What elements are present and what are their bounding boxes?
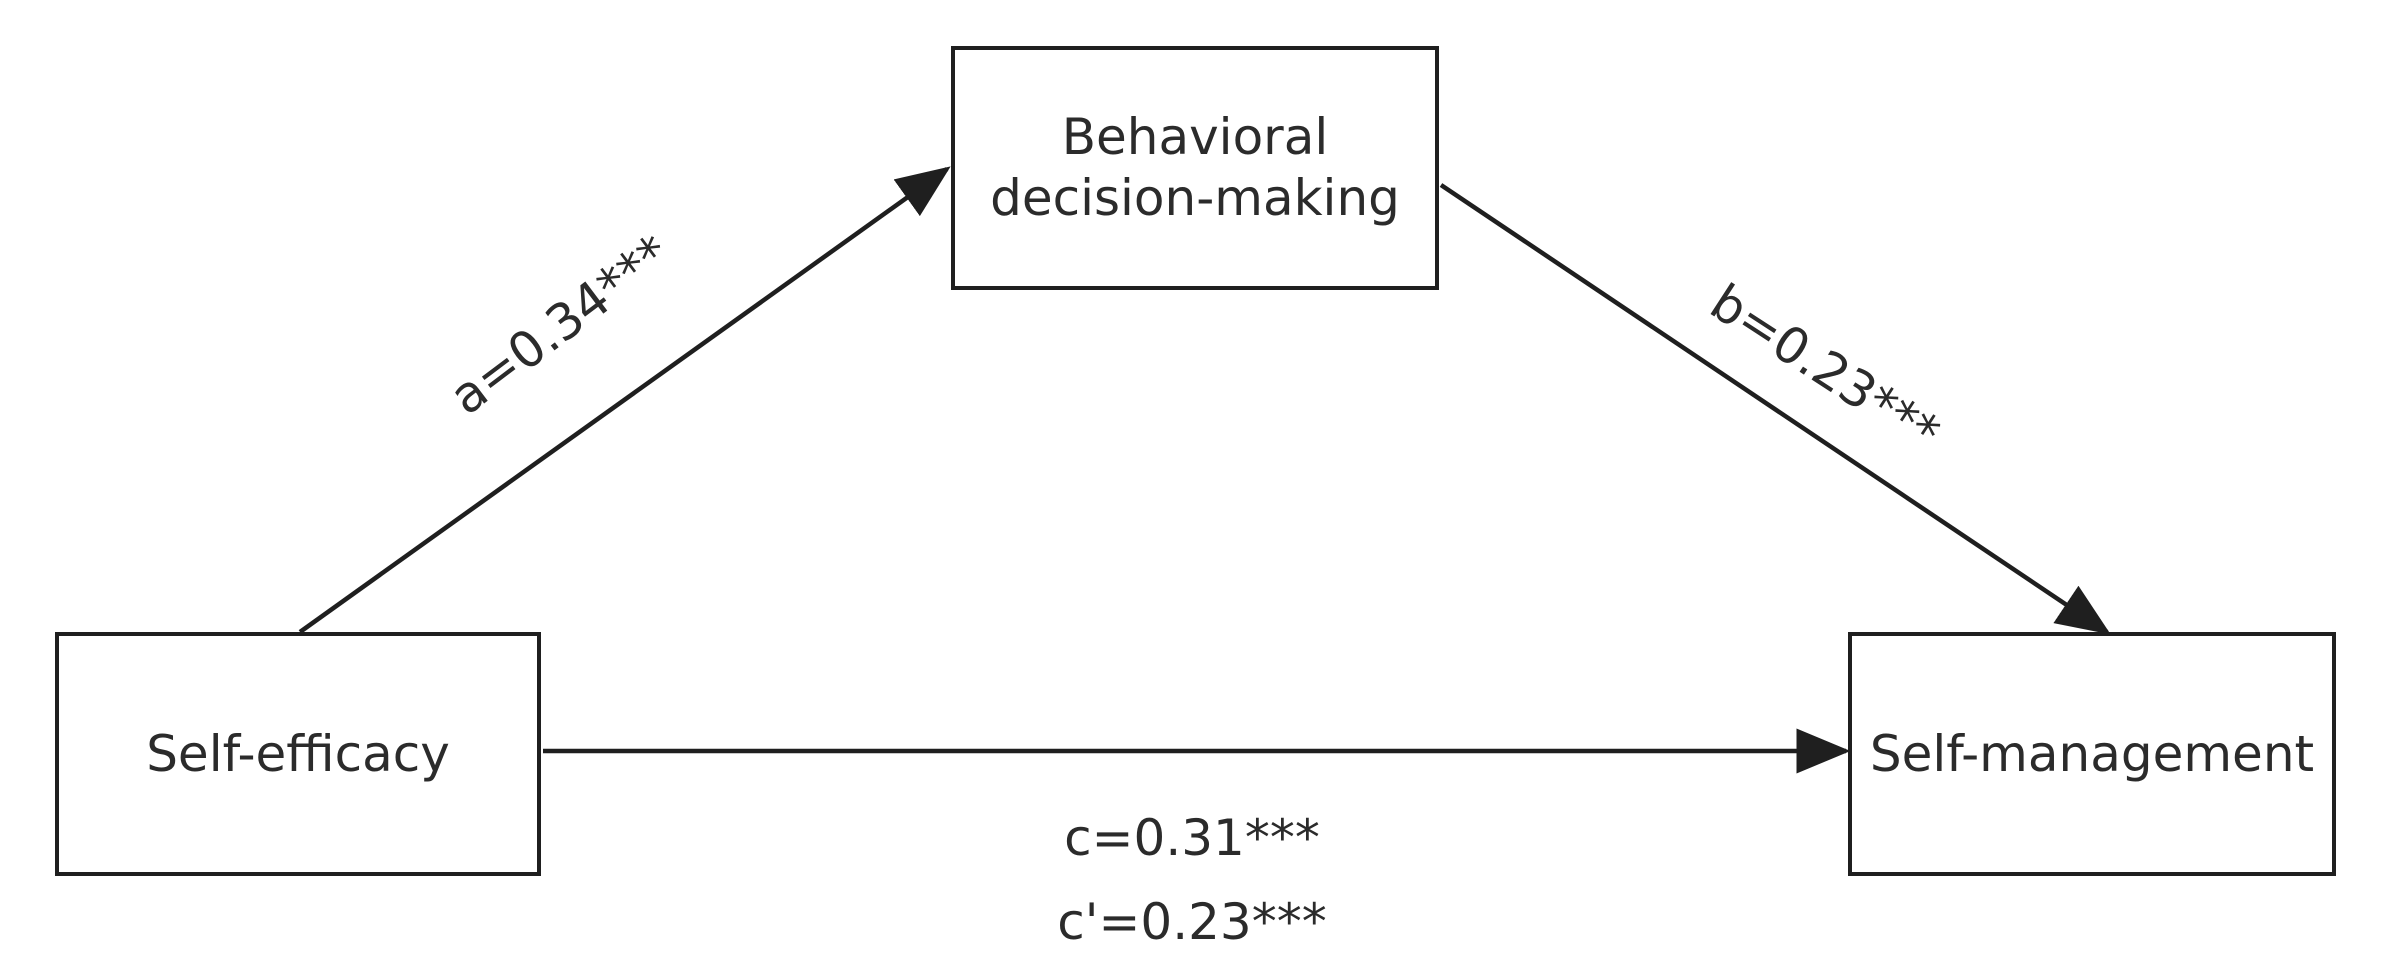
mediator-label-line-1: Behavioral: [1061, 108, 1329, 166]
path-a-arrow: [298, 166, 951, 634]
mediator-label-line-2: decision-making: [990, 169, 1400, 227]
mediator-box-behavioral-decision-making: Behavioral decision-making: [951, 46, 1439, 290]
predictor-box-self-efficacy: Self-efficacy: [55, 632, 541, 876]
path-b-arrow: [1439, 183, 2111, 635]
outcome-label: Self-management: [1869, 724, 2315, 783]
path-c-total-effect-coefficient: c=0.31***: [1064, 809, 1320, 867]
predictor-label: Self-efficacy: [146, 724, 450, 783]
path-c-prime-direct-effect-coefficient: c'=0.23***: [1057, 893, 1327, 951]
outcome-box-self-management: Self-management: [1848, 632, 2336, 876]
